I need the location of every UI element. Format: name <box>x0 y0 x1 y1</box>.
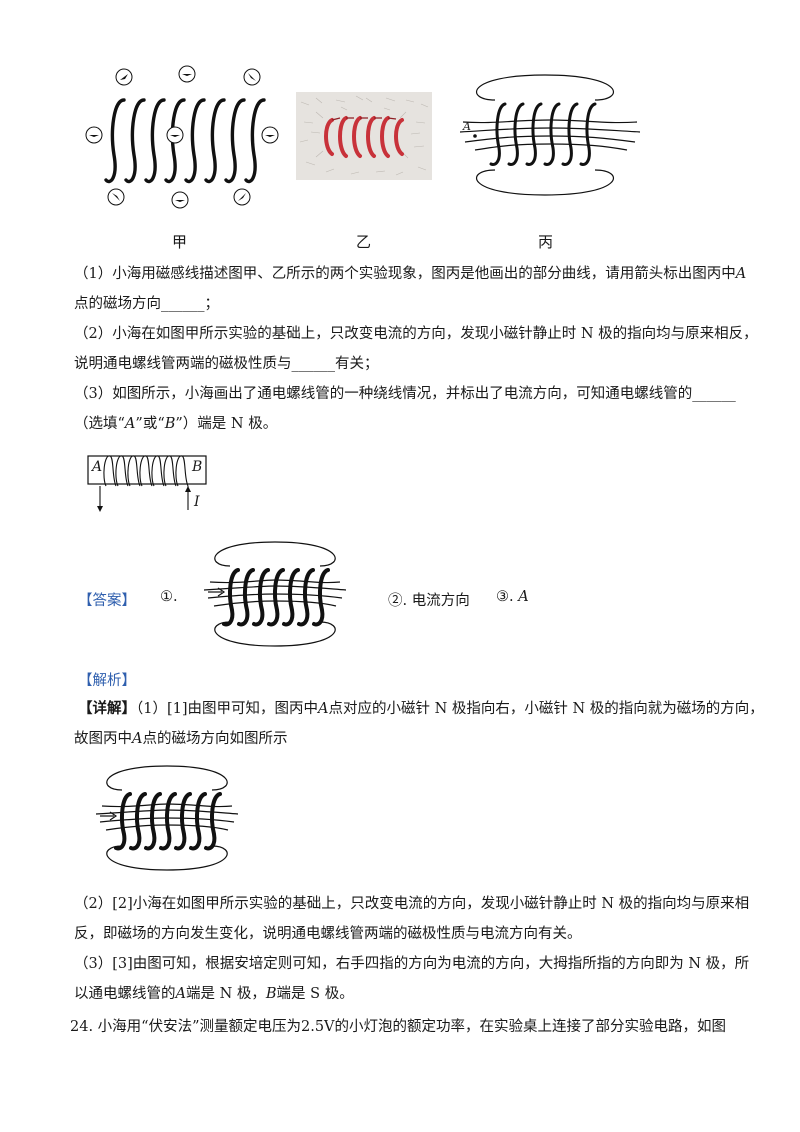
caption-jia: 甲 <box>172 233 188 251</box>
analysis-p2-line2: 反，即磁场的方向发生变化，说明通电螺线管两端的磁极性质与电流方向有关。 <box>74 926 582 942</box>
answer-label: 【答案】 <box>78 593 136 609</box>
analysis-figure <box>92 762 242 874</box>
next-question-line: 24. 小海用“伏安法”测量额定电压为2.5V的小灯泡的额定功率，在实验桌上连接… <box>70 1019 727 1035</box>
circuit-label-b: B <box>192 459 203 475</box>
answer-figure <box>200 538 350 650</box>
point-a-label: A <box>463 120 471 133</box>
analysis-p1-line1: 【详解】（1）[1]由图甲可知，图丙中A点对应的小磁针 N 极指向右，小磁针 N… <box>78 700 764 717</box>
analysis-p3-line1: （3）[3]由图可知，根据安培定则可知，右手四指的方向为电流的方向，大拇指所指的… <box>74 956 750 972</box>
analysis-p2-line1: （2）[2]小海在如图甲所示实验的基础上，只改变电流的方向，发现小磁针静止时 N… <box>74 896 750 912</box>
answer-item-2: ②. 电流方向 <box>388 593 470 609</box>
circuit-label-i: I <box>194 494 200 510</box>
caption-yi: 乙 <box>356 233 372 251</box>
q1-line1: （1）小海用磁感线描述图甲、乙所示的两个实验现象，图丙是他画出的部分曲线，请用箭… <box>74 266 747 282</box>
figure-yi-photo <box>296 92 432 180</box>
q3-line1: （3）如图所示，小海画出了通电螺线管的一种绕线情况，并标出了电流方向，可知通电螺… <box>74 386 736 402</box>
answer-item-3: ③. A <box>496 589 529 605</box>
figure-bing: A <box>455 70 645 200</box>
analysis-p3-line2: 以通电螺线管的A端是 N 极，B端是 S 极。 <box>74 986 354 1002</box>
q3-line2: （选填“A”或“B”）端是 N 极。 <box>74 416 278 432</box>
analysis-p1-line2: 故图丙中A点的磁场方向如图所示 <box>74 731 288 747</box>
q2-line2: 说明通电螺线管两端的磁极性质与______有关； <box>74 356 379 372</box>
circuit-label-a: A <box>92 459 103 475</box>
analysis-label: 【解析】 <box>78 673 136 689</box>
caption-bing: 丙 <box>538 233 554 251</box>
answer-item-1: ①. <box>160 589 178 605</box>
q2-line1: （2）小海在如图甲所示实验的基础上，只改变电流的方向，发现小磁针静止时 N 极的… <box>74 326 758 342</box>
figure-jia <box>80 60 290 220</box>
solenoid-circuit-figure: A B I <box>82 448 222 520</box>
q1-line2: 点的磁场方向______； <box>74 296 219 312</box>
